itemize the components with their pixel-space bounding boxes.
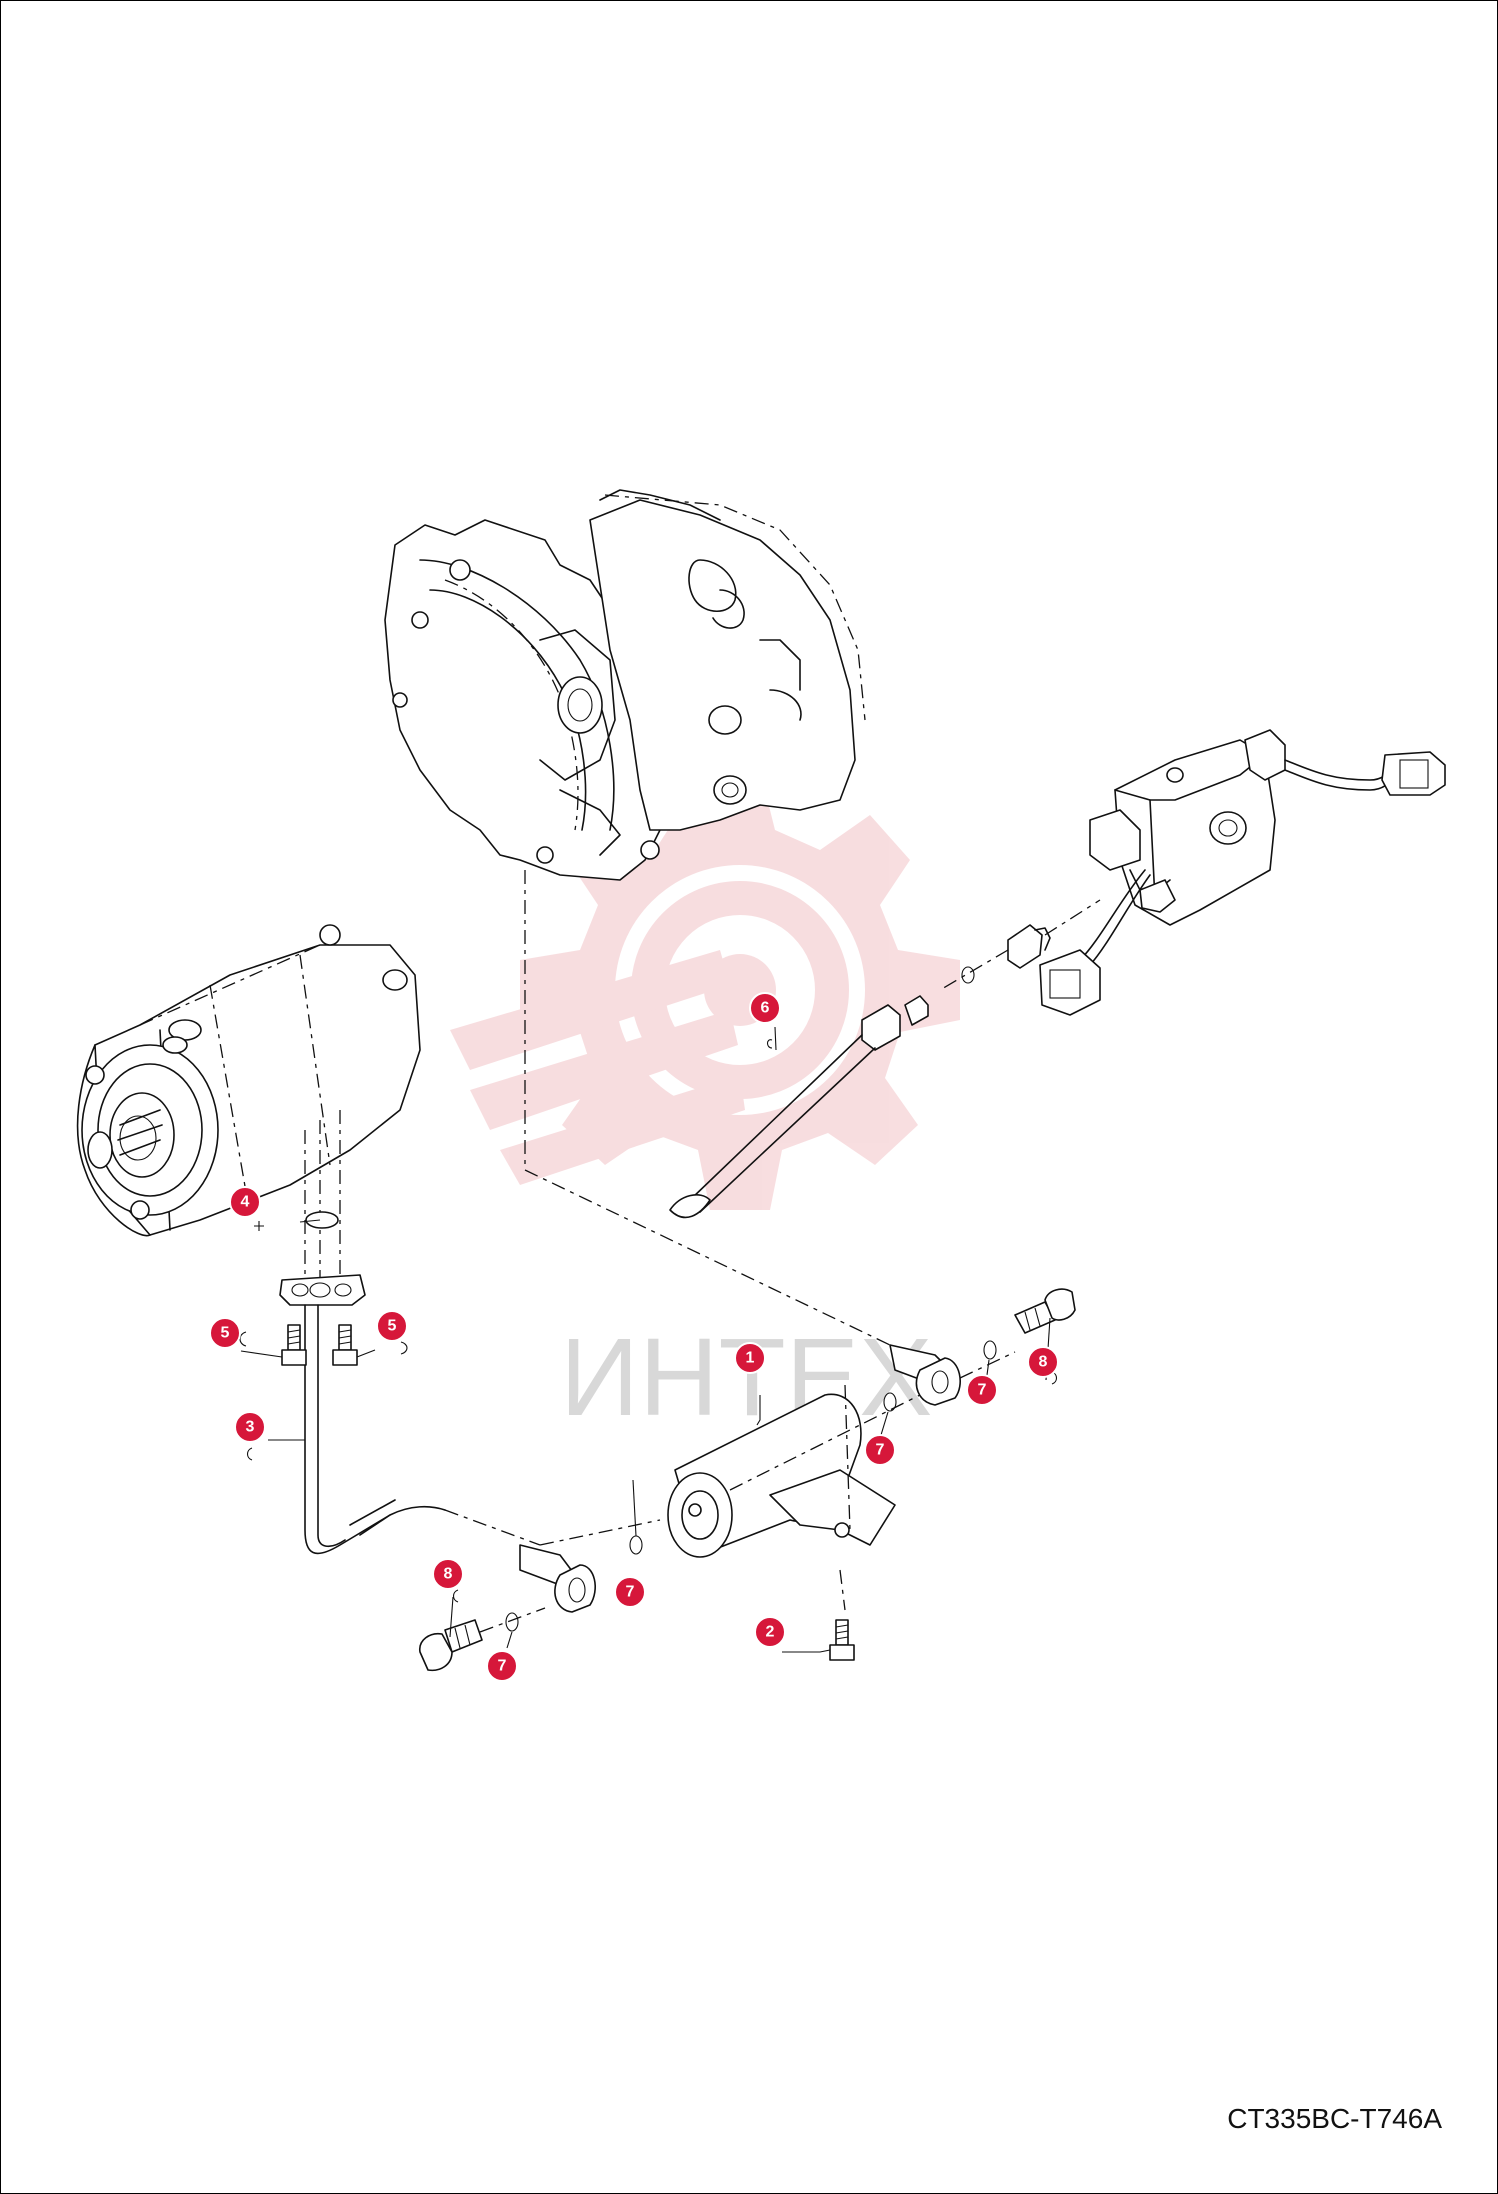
callout-2[interactable]: 2 [754,1616,786,1648]
centerline-hose [939,949,1009,991]
svg-text:8: 8 [444,1566,453,1583]
o-ring-7a [629,1535,643,1555]
tube-assembly [279,1274,541,1555]
callout-1[interactable]: 1 [734,1342,766,1374]
callout-7a[interactable]: 7 [614,1576,646,1608]
svg-text:7: 7 [978,1382,987,1399]
callout-7c[interactable]: 7 [864,1434,896,1466]
o-ring-upper [961,966,975,984]
svg-text:7: 7 [876,1442,885,1459]
svg-text:2: 2 [766,1624,775,1641]
bolt-bottom [829,1619,855,1661]
svg-text:4: 4 [241,1194,250,1211]
watermark-logo [450,770,960,1210]
bolt-right [332,1324,358,1366]
banjo-bolt-left [419,1619,483,1672]
bolt-left [281,1324,307,1366]
rod-end-left [519,1544,596,1613]
hose-tube [669,995,929,1219]
centerline-bolt-left [479,1607,546,1633]
svg-text:7: 7 [626,1584,635,1601]
callout-6[interactable]: 6 [749,992,781,1024]
o-ring-7d [983,1340,997,1360]
control-valve [1039,729,1446,1016]
leader-hooks [239,1039,1058,1603]
cylinder-assembly [667,1384,896,1611]
o-ring-pump [305,1211,339,1229]
callout-7b[interactable]: 7 [486,1650,518,1682]
o-ring-7c [883,1392,897,1412]
centerline-bolt-right [959,1351,1016,1379]
svg-text:5: 5 [388,1318,397,1335]
transmission-housing [384,489,866,881]
rod-end-right [889,1344,961,1406]
callout-8a[interactable]: 8 [432,1558,464,1590]
callout-4[interactable]: 4 [229,1186,261,1218]
callout-5a[interactable]: 5 [209,1317,241,1349]
svg-text:1: 1 [746,1350,755,1367]
svg-text:7: 7 [498,1658,507,1675]
o-ring-7b [505,1612,519,1632]
svg-text:6: 6 [761,1000,770,1017]
callout-5b[interactable]: 5 [376,1310,408,1342]
banjo-bolt-right [1014,1288,1076,1334]
drawing-code: CT335BC-T746A [1227,2103,1442,2134]
watermark-text: ИНТЕХ [560,1316,932,1439]
callout-8b[interactable]: 8 [1027,1346,1059,1378]
svg-text:3: 3 [246,1419,255,1436]
centerline-housing [524,870,891,1346]
fitting-elbow [1007,899,1101,969]
svg-text:5: 5 [221,1325,230,1342]
callout-7d[interactable]: 7 [966,1374,998,1406]
callout-3[interactable]: 3 [234,1411,266,1443]
svg-text:8: 8 [1039,1354,1048,1371]
centerline-cylinder [539,1394,921,1546]
hydraulic-pump [76,924,421,1310]
